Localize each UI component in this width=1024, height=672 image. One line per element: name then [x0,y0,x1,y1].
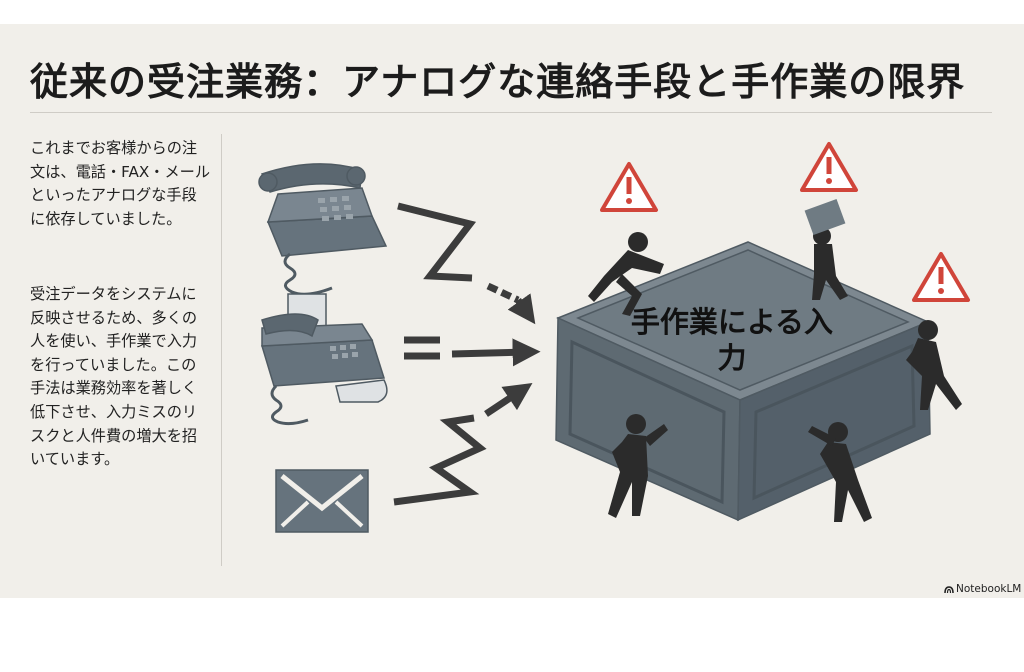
title-divider [30,112,992,113]
worker-figure [808,422,872,522]
phone-arrow [397,202,536,325]
envelope-icon [275,469,369,533]
fax-arrow [404,336,541,367]
slide: 従来の受注業務：アナログな連絡手段と手作業の限界 これまでお客様からの注文は、電… [0,24,1024,598]
worker-figure [608,414,668,518]
warning-icon [912,252,970,302]
worker-figure [588,232,664,316]
worker-figure [906,320,962,410]
fax-machine-icon [261,293,388,426]
telephone-icon [258,163,388,296]
email-arrow [393,383,533,506]
column-divider [221,134,222,566]
intro-paragraph: これまでお客様からの注文は、電話・FAX・メールといったアナログな手段に依存して… [30,139,211,228]
brand-logo: NotebookLM [944,583,1021,595]
page-title: 従来の受注業務：アナログな連絡手段と手作業の限界 [30,60,966,104]
input-box [555,241,931,522]
warning-icon [800,142,858,192]
detail-paragraph: 受注データをシステムに反映させるため、多くの人を使い、手作業で入力を行っていまし… [30,285,198,469]
brand-name: NotebookLM [956,583,1022,595]
box-label: 手作業による入力 [630,305,834,375]
notebooklm-logo-icon [944,586,954,594]
warning-icon [600,162,658,212]
manual-entry-diagram [258,142,970,533]
worker-figure [804,198,848,300]
